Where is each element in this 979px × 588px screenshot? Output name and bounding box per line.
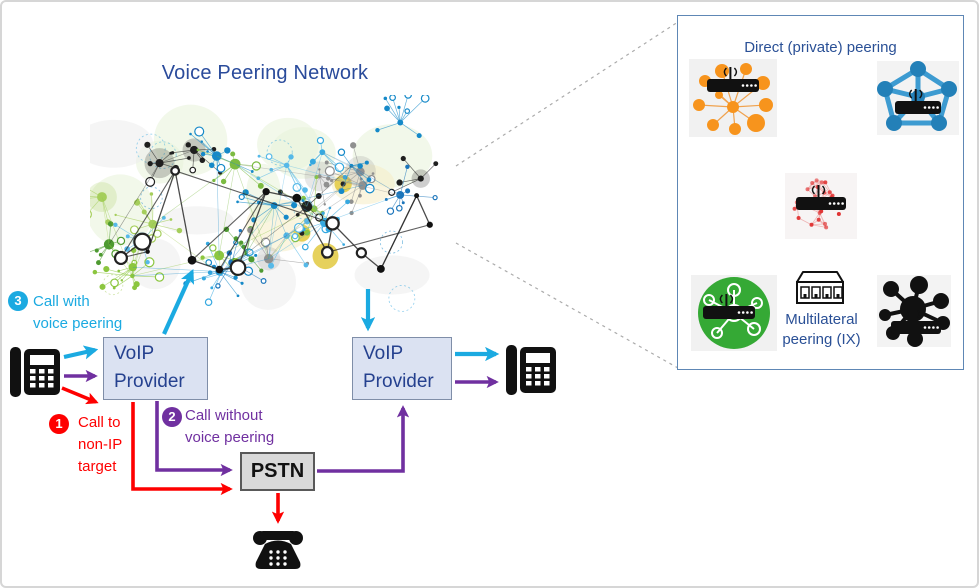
voice-peering-network-visualization [90,95,439,312]
zoom-callout-line-bottom [455,242,679,369]
peering-detail-panel: Direct (private) peering [677,15,964,370]
pstn-box: PSTN [240,452,315,491]
ix-switch-icon [796,271,844,304]
arrow-voip-to-pstn-red [131,402,233,496]
arrow-pstn-to-voip-purple [317,405,410,473]
callout-call-with-voice-peering: Call with voice peering [33,293,123,332]
voip-provider-box-right: VoIP Provider [352,337,452,400]
step-3-badge: 3 [8,291,28,311]
callout-call-to-non-ip-target: Call to non-IP target [78,414,123,475]
router-icon [891,309,941,334]
arrow-phone-to-voip-red [61,386,99,405]
direct-peering-label: Direct (private) peering [744,39,897,56]
router-icon [895,89,941,114]
green-network-cluster-icon [691,275,777,351]
ip-phone-icon-right [506,345,556,395]
callout-call-without-voice-peering: Call without voice peering [185,407,275,446]
arrow-voip-to-pstn-purple [155,401,233,477]
voip-provider-box-left: VoIP Provider [103,337,208,400]
red-network-cluster-icon [785,173,857,239]
router-icon [796,185,846,210]
step-1-badge: 1 [49,414,69,434]
pstn-phone-icon [253,531,303,569]
page-title: Voice Peering Network [161,62,369,84]
ip-phone-icon-left [10,347,60,397]
blue-network-cluster-icon [877,61,959,135]
zoom-callout-line-top [455,21,679,167]
orange-network-cluster-icon [689,59,777,137]
arrow-phone-to-voip-cyan [63,345,99,360]
router-icon [703,294,755,319]
black-network-cluster-icon [877,275,951,347]
multilateral-peering-label: Multilateral peering (IX) [782,311,861,348]
step-2-badge: 2 [162,407,182,427]
router-icon [707,67,759,92]
arrow-voip-to-network [162,268,195,335]
